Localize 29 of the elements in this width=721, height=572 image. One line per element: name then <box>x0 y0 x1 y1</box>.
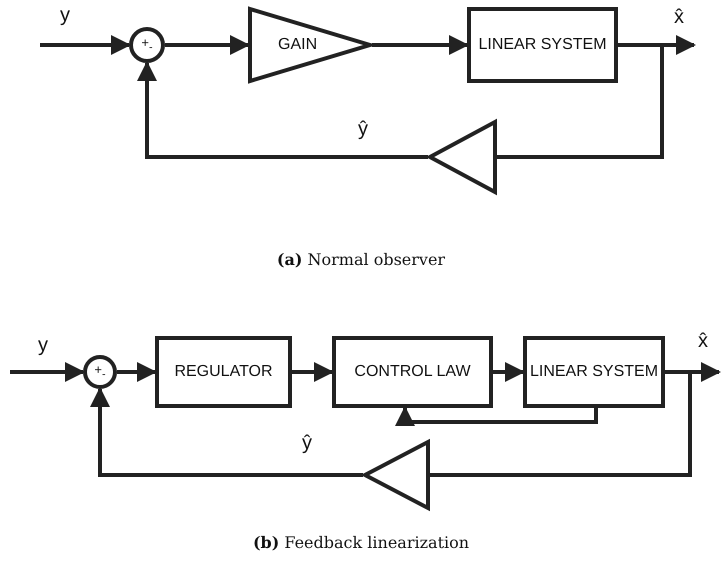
sign-label: +$_{-}$ <box>94 362 106 382</box>
block-box <box>523 336 665 408</box>
edge-label: ŷ <box>356 118 370 140</box>
block-label: REGULATOR <box>174 362 273 382</box>
caption: (a) Normal observer <box>276 250 446 269</box>
feedback-gain-triangle <box>428 120 497 194</box>
signal-arrow <box>40 35 131 55</box>
signal-arrow <box>493 362 525 382</box>
block-box <box>332 336 493 408</box>
signal-arrow <box>10 362 85 382</box>
sign-label: +$_{-}$ <box>141 34 153 56</box>
feedback-gain-triangle <box>363 440 430 510</box>
block-label: GAIN <box>278 35 318 55</box>
caption: (b) Feedback linearization <box>252 533 470 552</box>
block-label: LINEAR SYSTEM <box>530 362 658 382</box>
edge-label: ŷ <box>300 432 314 454</box>
block-box <box>155 336 292 408</box>
block-box <box>467 7 618 83</box>
signal-arrow <box>292 362 334 382</box>
signal-arrow <box>395 406 598 426</box>
signal-arrow <box>117 362 157 382</box>
summing-junction <box>83 355 117 389</box>
summing-junction <box>129 27 165 63</box>
block-label: CONTROL LAW <box>354 362 471 382</box>
block-label: LINEAR SYSTEM <box>478 35 607 55</box>
signal-arrow <box>137 61 428 159</box>
signal-arrow <box>90 387 363 477</box>
signal-arrow <box>372 35 469 55</box>
signal-arrow <box>165 35 250 55</box>
